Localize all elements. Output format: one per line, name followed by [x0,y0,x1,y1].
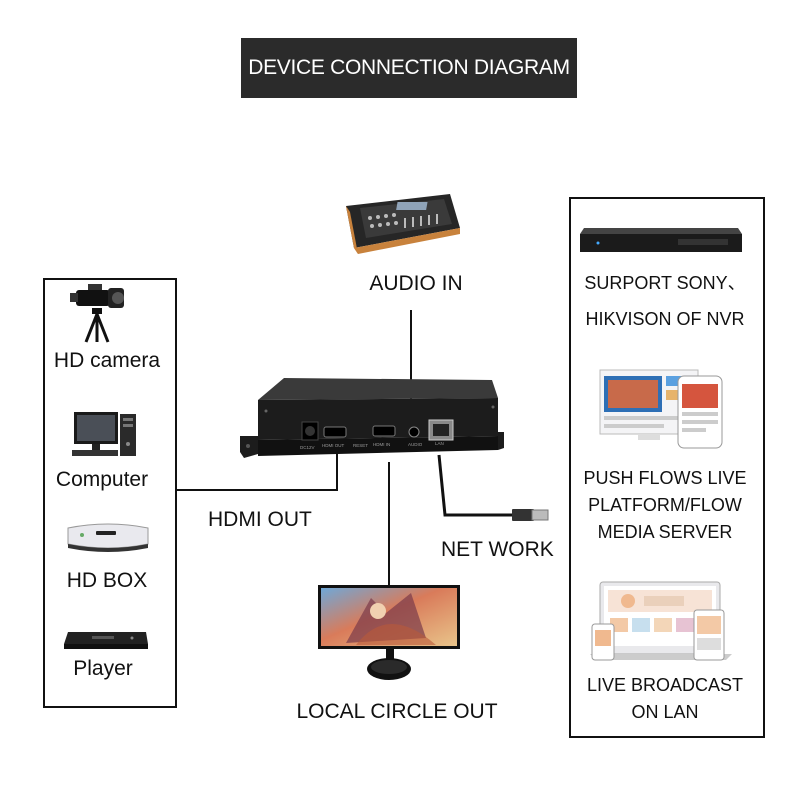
network-label: NET WORK [441,538,554,561]
svg-text:RESET: RESET [353,443,368,448]
audio-mixer-icon [346,194,460,254]
left-item-label-hd-camera: HD camera [53,349,161,372]
right-item-lan-text: LIVE BROADCAST ON LAN [569,672,761,726]
right-item-nvr-text: SURPORT SONY、 HIKVISON OF NVR [569,270,761,333]
diagram-title: DEVICE CONNECTION DIAGRAM [241,38,577,98]
rj45-plug [512,509,534,521]
set-top-box-icon [67,523,149,552]
lan-broadcast-icon [590,581,732,661]
right-item-live-line1: PUSH FLOWS LIVE [583,468,747,488]
diagram-title-text: DEVICE CONNECTION DIAGRAM [248,56,570,79]
right-item-live-text: PUSH FLOWS LIVE PLATFORM/FLOW MEDIA SERV… [569,465,761,546]
video-camera-icon [70,284,124,343]
network-cable [437,454,515,517]
svg-text:HDMI OUT: HDMI OUT [322,443,344,448]
svg-text:LAN: LAN [435,441,444,446]
svg-text:HDMI IN: HDMI IN [373,442,390,447]
right-item-live-line3: MEDIA SERVER [597,522,733,542]
audio-in-label: AUDIO IN [369,272,463,295]
right-item-nvr-line2: HIKVISON OF NVR [585,309,745,329]
svg-text:AUDIO: AUDIO [408,442,423,447]
encoder-device-icon: DC12V HDMI OUT RESET HDMI IN AUDIO LAN [240,378,504,458]
left-item-label-hd-box: HD BOX [66,569,148,592]
hdmi-out-label: HDMI OUT [208,508,312,531]
nvr-icon [580,228,742,252]
right-item-nvr-line1: SURPORT SONY、 [584,273,746,293]
local-circle-out-label: LOCAL CIRCLE OUT [296,700,498,723]
monitor-icon [318,585,460,680]
left-item-label-computer: Computer [55,468,149,491]
left-item-label-player: Player [73,657,133,680]
svg-text:DC12V: DC12V [300,445,315,450]
right-item-live-line2: PLATFORM/FLOW [588,495,742,515]
computer-icon [72,412,136,456]
live-platform-icon [599,369,723,449]
right-item-lan-line1: LIVE BROADCAST [586,675,744,695]
right-item-lan-line2: ON LAN [631,702,699,722]
hdmi-out-cable [175,453,338,491]
dvd-player-icon [64,632,148,649]
